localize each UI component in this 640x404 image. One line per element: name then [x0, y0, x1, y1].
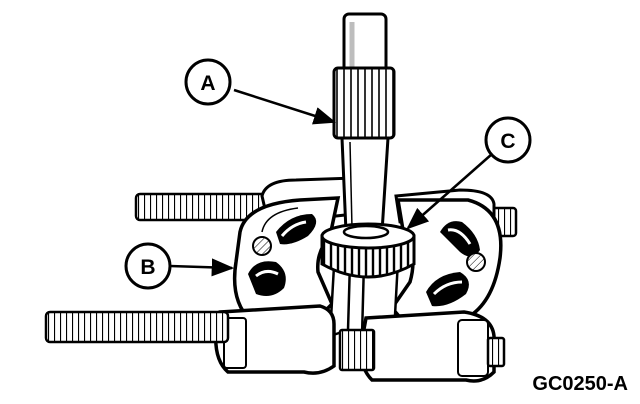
callout-a: A — [184, 58, 337, 125]
callout-b-label: B — [140, 256, 155, 279]
splined-shaft — [332, 12, 396, 234]
front-left-threaded-rod — [44, 310, 230, 344]
figure-id: GC0250-A — [532, 373, 628, 395]
separator-front-left-plate — [232, 196, 341, 322]
callout-b: B — [124, 242, 235, 290]
callout-a-label: A — [200, 72, 215, 95]
callout-c: C — [406, 116, 532, 230]
tapered-roller-bearing — [320, 222, 416, 279]
separator-front-left-block — [214, 304, 336, 375]
separator-front-right-block — [359, 310, 506, 383]
callout-c-label: C — [500, 130, 515, 153]
front-center-threaded-rod — [338, 328, 376, 372]
separator-front-right-plate — [389, 198, 503, 324]
